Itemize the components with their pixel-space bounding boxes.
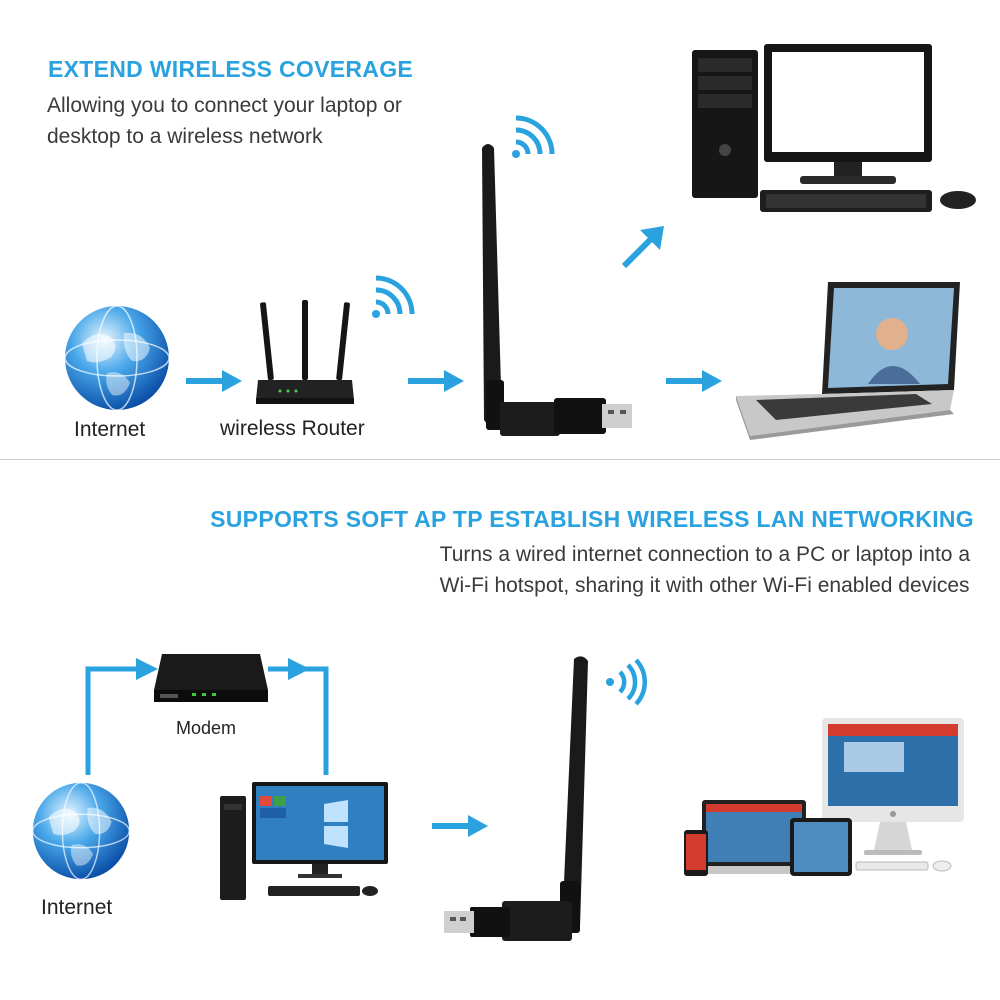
internet-label: Internet bbox=[74, 418, 146, 441]
desktop-pc-icon bbox=[692, 44, 976, 212]
arrow-icon bbox=[408, 370, 464, 392]
top-description-line-2: desktop to a wireless network bbox=[47, 125, 323, 148]
globe-icon bbox=[64, 305, 170, 411]
arrow-icon bbox=[432, 815, 488, 837]
top-description-line-1: Allowing you to connect your laptop or bbox=[47, 94, 402, 117]
bottom-description-line-1: Turns a wired internet connection to a P… bbox=[439, 543, 970, 566]
top-description: Allowing you to connect your laptop or d… bbox=[47, 90, 402, 152]
section-divider bbox=[0, 459, 1000, 460]
globe-icon bbox=[32, 782, 130, 880]
arrow-icon bbox=[186, 370, 242, 392]
arrow-icon bbox=[666, 370, 722, 392]
modem-icon bbox=[154, 654, 268, 702]
router-label: wireless Router bbox=[220, 417, 365, 440]
arrow-icon bbox=[621, 226, 664, 269]
modem-label: Modem bbox=[176, 718, 237, 738]
devices-group-icon bbox=[684, 718, 964, 876]
usb-adapter-icon bbox=[482, 144, 632, 436]
laptop-icon bbox=[736, 282, 960, 440]
desktop-pc-icon bbox=[220, 782, 388, 900]
internet-label-bottom: Internet bbox=[41, 896, 113, 919]
bottom-description: Turns a wired internet connection to a P… bbox=[440, 539, 970, 601]
router-icon bbox=[256, 300, 354, 404]
top-heading: EXTEND WIRELESS COVERAGE bbox=[48, 56, 414, 82]
wifi-signal-icon bbox=[606, 658, 647, 706]
bottom-heading: SUPPORTS SOFT AP TP ESTABLISH WIRELESS L… bbox=[210, 506, 974, 532]
wifi-signal-icon bbox=[372, 275, 415, 318]
bottom-description-line-2: Wi-Fi hotspot, sharing it with other Wi-… bbox=[439, 574, 970, 597]
wifi-signal-icon bbox=[512, 115, 555, 158]
usb-adapter-icon bbox=[444, 656, 588, 941]
connector-lines bbox=[85, 658, 329, 775]
